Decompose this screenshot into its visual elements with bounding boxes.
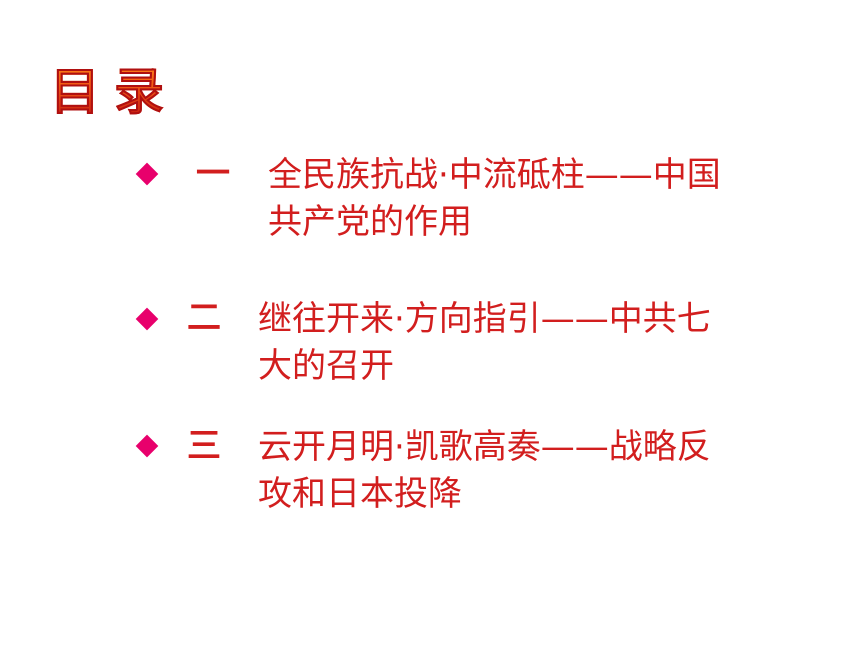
- item-title-line1: 全民族抗战·中流砥柱——中国: [268, 155, 721, 195]
- item-title-line2: 大的召开: [258, 346, 394, 386]
- item-number: 三: [187, 426, 221, 466]
- page-title: 目录: [50, 60, 165, 124]
- item-title-line1: 云开月明·凯歌高奏——战略反: [258, 427, 711, 467]
- title-char: 录: [114, 60, 165, 124]
- diamond-bullet-icon: [135, 434, 159, 458]
- item-title-line2: 攻和日本投降: [258, 474, 462, 514]
- item-number: 二: [187, 298, 221, 338]
- item-title-line1: 继往开来·方向指引——中共七: [258, 299, 711, 339]
- item-title-line2: 共产党的作用: [268, 202, 472, 242]
- title-char: 目: [50, 60, 101, 124]
- item-number: 一: [196, 154, 230, 194]
- diamond-bullet-icon: [135, 162, 159, 186]
- diamond-bullet-icon: [135, 307, 159, 331]
